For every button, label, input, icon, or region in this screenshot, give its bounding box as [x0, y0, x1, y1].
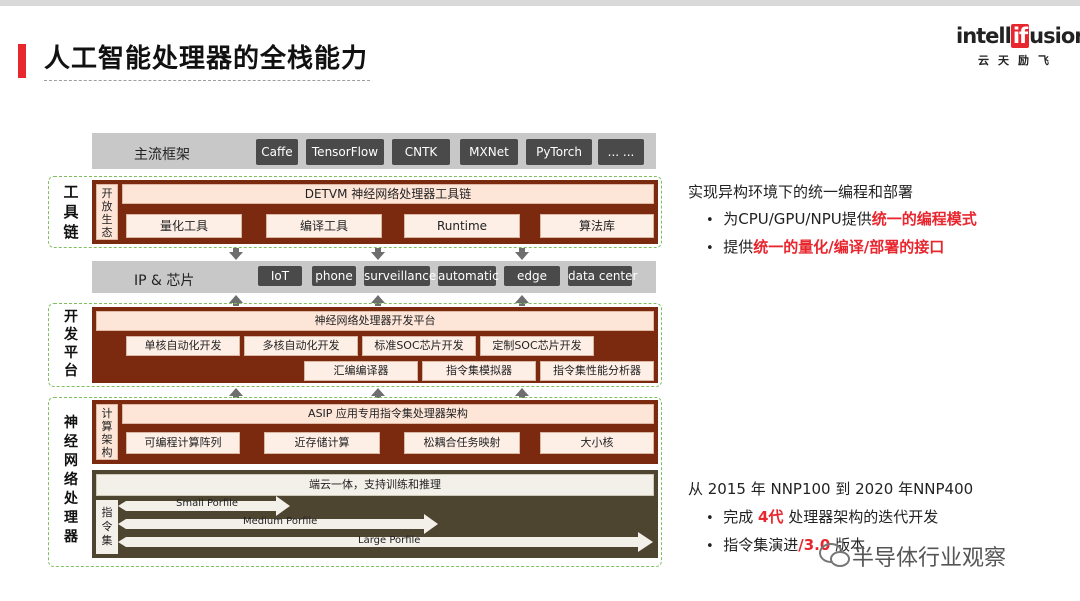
- arch-cell: 大小核: [540, 432, 654, 454]
- title-accent-bar: [18, 44, 26, 78]
- ip-chip: edge: [504, 266, 560, 286]
- up-arrow-icon: [515, 388, 529, 396]
- right-bullet-2-2: • 指令集演进/3.0 版本: [706, 536, 866, 554]
- down-arrow-icon: [515, 252, 529, 260]
- toolchain-group: [48, 176, 662, 248]
- devplatform-side-label: 开发平台: [64, 309, 78, 379]
- arrow-stem: [375, 303, 381, 306]
- arch-cell: 松耦合任务映射: [404, 432, 520, 454]
- large-profile-label: Large Porfile: [358, 535, 421, 546]
- right-bullet-1-2: • 提供统一的量化/编译/部署的接口: [706, 238, 945, 256]
- open-ecosystem-label: 开放生态: [96, 184, 118, 240]
- framework-chip: ... ...: [598, 139, 644, 165]
- wechat-icon: [819, 543, 850, 567]
- title-underline: [44, 80, 370, 81]
- framework-chip: Caffe: [256, 139, 298, 165]
- top-divider: [0, 0, 1080, 6]
- dev-cell: 多核自动化开发: [244, 336, 358, 356]
- bullet-icon: •: [706, 511, 714, 526]
- watermark-text: 半导体行业观察: [852, 546, 1007, 571]
- up-arrow-icon: [229, 295, 243, 303]
- frameworks-label: 主流框架: [134, 147, 190, 163]
- profile-arrows: [118, 496, 653, 552]
- large-profile-arrow: [118, 532, 653, 552]
- ip-chip: IoT: [258, 266, 302, 286]
- small-profile-label: Small Porfile: [176, 498, 239, 509]
- small-profile-arrow: [118, 496, 290, 516]
- arrow-stem: [233, 248, 239, 252]
- asip-header: ASIP 应用专用指令集处理器架构: [122, 404, 654, 424]
- ip-chip: phone: [312, 266, 356, 286]
- right-heading-1: 实现异构环境下的统一编程和部署: [688, 183, 914, 201]
- ip-chip: data center: [568, 266, 637, 286]
- npu-side-label: 神经网络处理器: [64, 415, 78, 545]
- dev-cell: 汇编编译器: [304, 361, 418, 381]
- detvm-toolchain-header: DETVM 神经网络处理器工具链: [122, 184, 654, 204]
- up-arrow-icon: [515, 295, 529, 303]
- devplatform-header: 神经网络处理器开发平台: [96, 311, 654, 331]
- dev-cell: 定制SOC芯片开发: [480, 336, 594, 356]
- medium-profile-arrow: [118, 514, 438, 534]
- ip-chip: automatic: [438, 266, 499, 286]
- bullet-icon: •: [706, 539, 714, 554]
- down-arrow-icon: [371, 252, 385, 260]
- ip-chip: surveillance: [364, 266, 436, 286]
- tool-cell: 编译工具: [266, 214, 382, 238]
- up-arrow-icon: [229, 388, 243, 396]
- dev-cell: 单核自动化开发: [126, 336, 240, 356]
- arrow-stem: [233, 303, 239, 306]
- slide-title: 人工智能处理器的全栈能力: [44, 44, 369, 74]
- tool-cell: 算法库: [540, 214, 654, 238]
- arrow-stem: [519, 248, 525, 252]
- ip-chip-label: IP & 芯片: [134, 273, 195, 289]
- npu-group: [48, 397, 662, 567]
- arrow-stem: [519, 303, 525, 306]
- dev-cell: 标准SOC芯片开发: [362, 336, 476, 356]
- right-bullet-2-1: • 完成 4代 处理器架构的迭代开发: [706, 508, 939, 526]
- dev-cell: 指令集模拟器: [422, 361, 536, 381]
- arch-cell: 可编程计算阵列: [126, 432, 240, 454]
- up-arrow-icon: [371, 295, 385, 303]
- framework-chip: MXNet: [460, 139, 518, 165]
- bullet-icon: •: [706, 241, 714, 256]
- compute-architecture-label: 计算架构: [96, 404, 118, 460]
- down-arrow-icon: [229, 252, 243, 260]
- medium-profile-label: Medium Porfile: [243, 516, 318, 527]
- framework-chip: CNTK: [392, 139, 450, 165]
- framework-chip: TensorFlow: [306, 139, 384, 165]
- framework-chip: PyTorch: [526, 139, 592, 165]
- toolchain-side-label: 工具链: [63, 183, 79, 241]
- isa-header: 端云一体，支持训练和推理: [96, 474, 654, 496]
- company-logo-subtitle: 云天励飞: [978, 54, 1058, 67]
- arch-cell: 近存储计算: [264, 432, 380, 454]
- bullet-icon: •: [706, 213, 714, 228]
- up-arrow-icon: [371, 388, 385, 396]
- company-logo: intellifusion: [956, 24, 1080, 48]
- right-heading-2: 从 2015 年 NNP100 到 2020 年NNP400: [688, 480, 974, 498]
- dev-cell: 指令集性能分析器: [540, 361, 654, 381]
- tool-cell: Runtime: [404, 214, 520, 238]
- instruction-set-label: 指令集: [96, 500, 118, 554]
- arrow-stem: [375, 248, 381, 252]
- devplatform-group: [48, 303, 662, 387]
- tool-cell: 量化工具: [126, 214, 242, 238]
- right-bullet-1-1: • 为CPU/GPU/NPU提供统一的编程模式: [706, 210, 977, 228]
